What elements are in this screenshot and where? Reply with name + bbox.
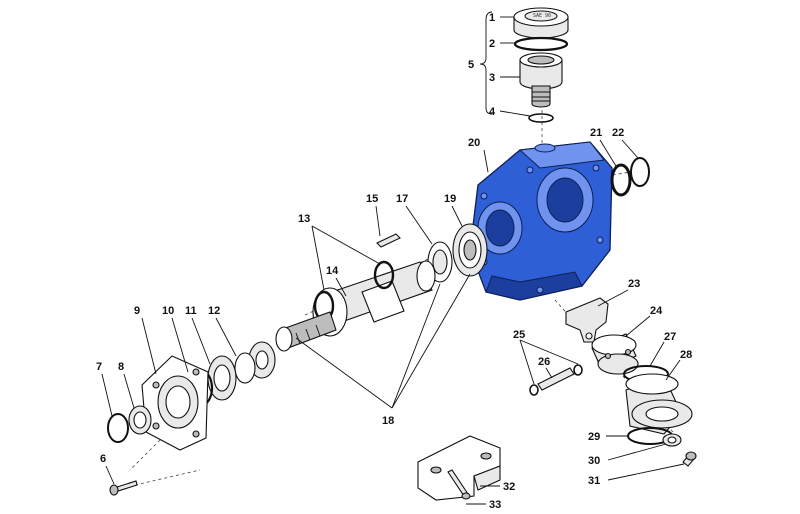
callout-33: 33 xyxy=(489,499,501,511)
callout-9: 9 xyxy=(134,305,140,317)
callout-25: 25 xyxy=(513,329,525,341)
part-key-15 xyxy=(376,233,401,248)
part-bolt-6 xyxy=(109,480,138,496)
svg-text:SAE 90: SAE 90 xyxy=(533,13,551,19)
callout-20: 20 xyxy=(468,137,480,149)
callout-18: 18 xyxy=(382,415,394,427)
part-bearing-19 xyxy=(452,223,488,277)
callout-14: 14 xyxy=(326,265,339,277)
part-cap-housing-28 xyxy=(625,373,693,435)
callout-15: 15 xyxy=(366,193,378,205)
callout-13: 13 xyxy=(298,213,310,225)
callout-labels: 1 2 3 4 5 6 7 8 9 10 11 12 13 14 15 17 1… xyxy=(96,12,692,511)
part-bolt-33 xyxy=(447,469,471,500)
callout-17: 17 xyxy=(396,193,408,205)
part-washer-12 xyxy=(234,341,276,384)
callout-3: 3 xyxy=(489,72,495,84)
part-cap: SAE 90 xyxy=(513,7,569,39)
callout-28: 28 xyxy=(680,349,692,361)
part-snap-rings-right xyxy=(610,157,650,197)
callout-29: 29 xyxy=(588,431,600,443)
callout-32: 32 xyxy=(503,481,515,493)
callout-24: 24 xyxy=(650,305,663,317)
callout-4: 4 xyxy=(489,106,496,118)
callout-2: 2 xyxy=(489,38,495,50)
part-washer-30 xyxy=(662,433,682,447)
part-bearing-11 xyxy=(207,355,237,401)
callout-10: 10 xyxy=(162,305,174,317)
callout-7: 7 xyxy=(96,361,102,373)
part-gearbox-housing xyxy=(469,141,613,301)
callout-8: 8 xyxy=(118,361,124,373)
callout-19: 19 xyxy=(444,193,456,205)
part-bracket-23 xyxy=(565,297,609,343)
part-o-ring-4 xyxy=(528,113,554,123)
callout-1: 1 xyxy=(489,12,495,24)
callout-6: 6 xyxy=(100,453,106,465)
callout-22: 22 xyxy=(612,127,624,139)
callout-21: 21 xyxy=(590,127,602,139)
part-pin-and-clips xyxy=(529,364,583,396)
part-seal-8 xyxy=(128,405,152,435)
callout-11: 11 xyxy=(185,305,197,317)
callout-30: 30 xyxy=(588,455,600,467)
part-filler-body xyxy=(519,52,563,108)
part-circlip-7 xyxy=(107,413,129,443)
bracket-group-5 xyxy=(479,11,493,115)
part-snap-ring-2 xyxy=(513,36,569,52)
part-screw-31 xyxy=(682,451,697,467)
part-shaft-gear xyxy=(275,260,436,352)
callout-27: 27 xyxy=(664,331,676,343)
callout-31: 31 xyxy=(588,475,600,487)
callout-23: 23 xyxy=(628,278,640,290)
part-flange-cover-9 xyxy=(141,355,209,451)
part-mounting-plate-32 xyxy=(417,435,501,501)
part-bushing-24 xyxy=(591,333,639,375)
callout-12: 12 xyxy=(208,305,220,317)
callout-26: 26 xyxy=(538,356,550,368)
callout-5: 5 xyxy=(468,59,474,71)
leader-lines xyxy=(101,16,685,505)
